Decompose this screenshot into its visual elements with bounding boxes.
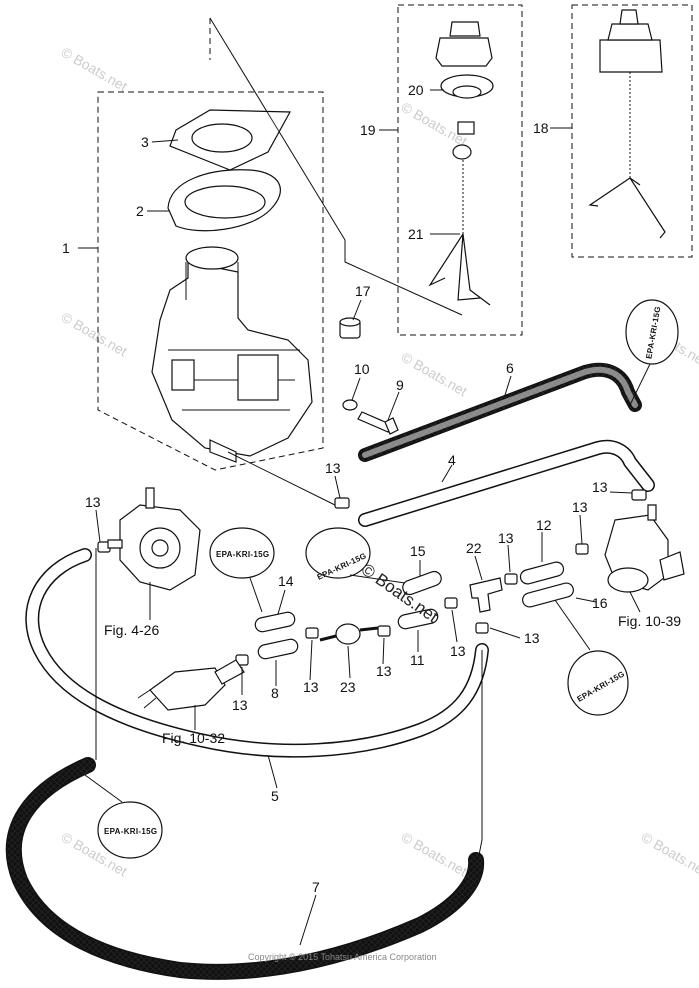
callout-13-c: 13 [85,494,101,510]
hose-11 [397,608,439,630]
callout-13-e: 13 [498,530,514,546]
callout-12: 12 [536,517,552,533]
callout-11: 11 [410,652,425,668]
callout-leaders [78,89,641,946]
callout-13-d: 13 [572,499,588,515]
callout-13-f: 13 [232,697,248,713]
cap-18-group [571,4,693,258]
callout-18: 18 [533,120,549,136]
callout-13-a: 13 [325,460,341,476]
hose-4 [358,439,655,527]
part-23-inline-filter [319,623,379,645]
callout-20: 20 [408,82,424,98]
fig-ref-10-32: Fig. 10-32 [162,730,225,746]
callout-14: 14 [278,573,294,589]
callout-13-g: 13 [303,679,319,695]
callout-22: 22 [466,540,482,556]
callout-7: 7 [312,879,320,895]
hose-tag-1: EPA-KRI-15G [209,527,275,613]
fuel-pump-fig-4-26 [107,487,201,591]
part-21-chain-hook [428,233,491,306]
fuel-tank-group [97,17,463,471]
callout-1: 1 [62,240,70,256]
part-17-collar [339,317,361,339]
cap-18-dashed-box [571,4,693,258]
hose-tag-3: EPA-KRI-15G [625,299,679,406]
callout-8: 8 [271,685,279,701]
fig-ref-10-39: Fig. 10-39 [618,613,681,629]
callout-16: 16 [592,595,608,611]
part-1-tank-body [151,246,313,463]
callout-13-i: 13 [450,643,466,659]
part-22-tee [469,577,503,613]
part-10-washer [342,399,358,411]
copyright-text: Copyright © 2015 Tohatsu America Corpora… [248,952,437,962]
callout-2: 2 [136,203,144,219]
tank-to-cap-leader [209,17,463,316]
hose-12 [519,561,565,585]
part-9-bolt [357,411,399,435]
callout-4: 4 [448,452,456,468]
callout-21: 21 [408,226,424,242]
callout-23: 23 [340,679,356,695]
callout-17: 17 [355,283,371,299]
hose-tag-5-text: EPA-KRI-15G [104,827,157,836]
watermark-3: © Boats.net [59,309,131,360]
figure-references: Fig. 4-26 Fig. 10-32 Fig. 10-39 [104,613,681,746]
callout-10: 10 [354,361,370,377]
watermark-4: © Boats.net [399,349,471,400]
hose-5 [25,548,489,758]
filter-fig-10-39 [604,504,685,593]
callout-6: 6 [506,360,514,376]
hose-tag-5: EPA-KRI-15G [84,774,163,859]
connector-fig-10-32 [137,659,245,711]
hose-15 [402,570,442,596]
hose-7 [5,757,485,980]
part-3-filter [169,109,292,171]
fig-ref-4-26: Fig. 4-26 [104,622,159,638]
cap-19-group [397,4,523,336]
hose-8 [257,638,299,660]
callout-15: 15 [410,543,426,559]
hose-6 [358,362,642,462]
watermark-1: © Boats.net [59,44,131,95]
callout-19: 19 [360,122,376,138]
tank-dashed-outline [97,91,324,471]
small-hoses [254,561,574,660]
hose-16 [522,582,574,608]
callout-numbers: 1 2 3 4 5 6 7 8 9 10 11 12 13 13 13 13 1… [62,82,608,895]
callout-9: 9 [396,377,404,393]
part-2-gasket [167,169,281,232]
hose-14 [254,611,296,633]
watermarks: © Boats.net © Boats.net © Boats.net © Bo… [59,44,699,880]
hose-tag-4: EPA-KRI-15G [554,599,629,716]
callout-13-b: 13 [592,479,608,495]
watermark-7: © Boats.net [399,829,471,880]
hose-tag-2: EPA-KRI-15G [305,527,406,584]
callout-13-h: 13 [376,663,392,679]
watermark-8: © Boats.net [639,829,699,880]
cap-19-dashed-box [397,4,523,336]
callout-3: 3 [141,134,149,150]
hose-tag-1-text: EPA-KRI-15G [216,550,269,559]
callout-5: 5 [271,788,279,804]
callout-13-j: 13 [524,630,540,646]
